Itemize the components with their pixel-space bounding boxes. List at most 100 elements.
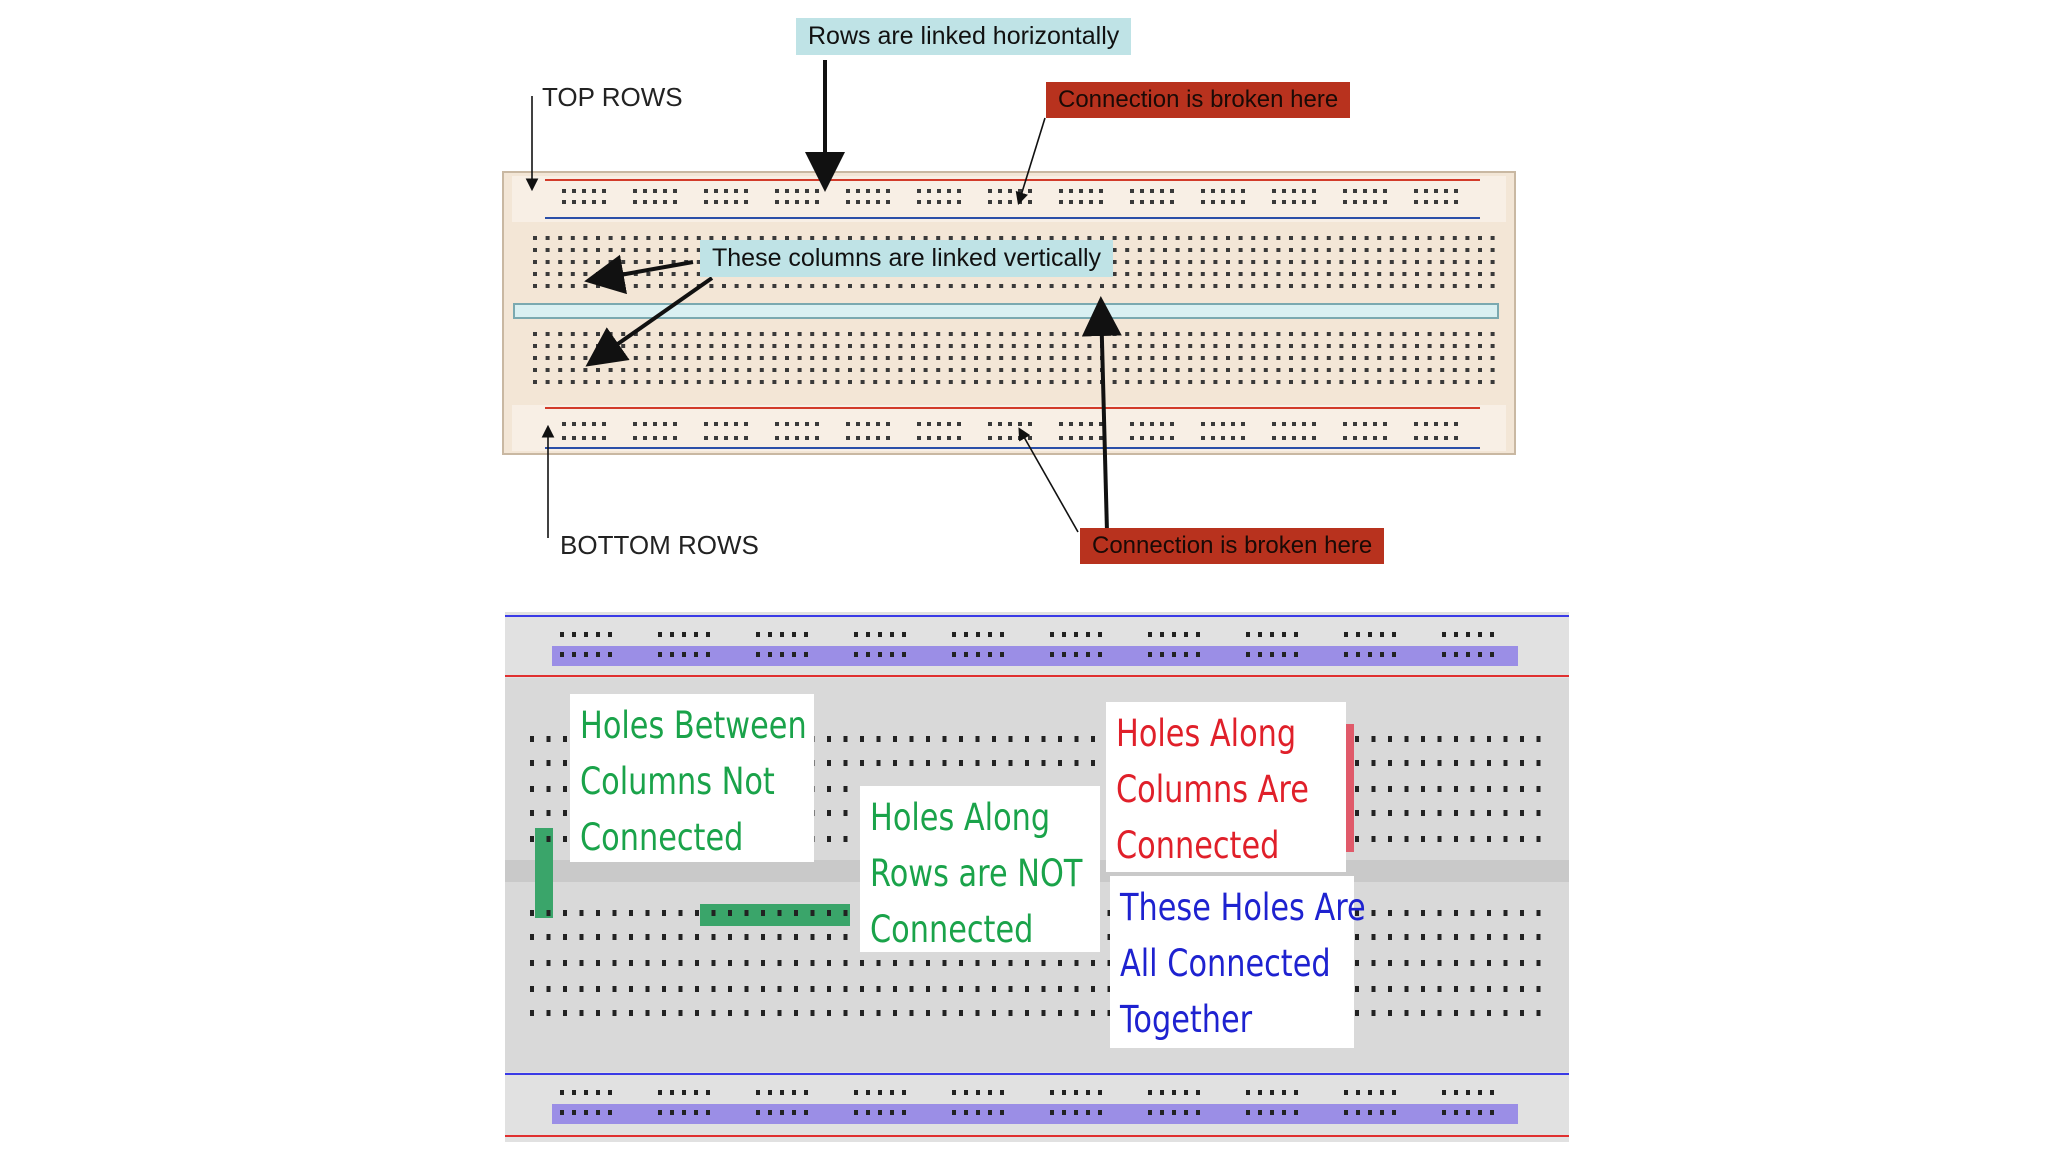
- breadboard-hole: [709, 344, 714, 348]
- breadboard-hole: [827, 934, 831, 940]
- breadboard-hole: [1388, 910, 1392, 916]
- breadboard-hole: [659, 248, 663, 252]
- breadboard-hole: [936, 356, 941, 360]
- breadboard-hole: [596, 368, 600, 372]
- breadboard-hole: [1478, 344, 1482, 348]
- lower-top-rail: [505, 612, 1569, 678]
- breadboard-hole: [612, 910, 617, 916]
- breadboard-hole: [558, 332, 563, 336]
- breadboard-hole: [999, 284, 1004, 288]
- breadboard-hole: [792, 1110, 796, 1115]
- breadboard-hole: [1452, 284, 1457, 288]
- breadboard-hole: [545, 332, 550, 336]
- breadboard-hole: [961, 284, 966, 288]
- breadboard-hole: [1079, 436, 1083, 440]
- breadboard-hole: [1314, 368, 1319, 372]
- breadboard-hole: [1091, 760, 1095, 766]
- breadboard-hole: [530, 836, 534, 842]
- breadboard-hole: [1150, 436, 1154, 440]
- breadboard-hole: [1087, 356, 1092, 360]
- breadboard-hole: [1231, 189, 1235, 193]
- breadboard-hole: [709, 368, 714, 372]
- breadboard-hole: [1389, 380, 1394, 384]
- breadboard-hole: [1112, 236, 1117, 240]
- breadboard-hole: [1352, 344, 1356, 348]
- breadboard-hole: [1452, 380, 1457, 384]
- breadboard-hole: [546, 1010, 551, 1016]
- breadboard-hole: [854, 652, 858, 657]
- breadboard-hole: [785, 422, 789, 426]
- breadboard-hole: [1172, 1090, 1176, 1095]
- breadboard-hole: [545, 236, 550, 240]
- arrow-columns-lower: [585, 276, 714, 367]
- breadboard-hole: [1392, 652, 1396, 657]
- breadboard-hole: [1466, 1090, 1470, 1095]
- breadboard-hole: [1137, 260, 1142, 264]
- breadboard-hole: [1089, 189, 1093, 193]
- breadboard-hole: [722, 284, 726, 288]
- breadboard-hole: [563, 786, 567, 792]
- breadboard-hole: [583, 368, 588, 372]
- breadboard-hole: [1301, 272, 1306, 276]
- breadboard-hole: [1355, 960, 1359, 966]
- breadboard-hole: [942, 960, 947, 966]
- breadboard-hole: [1213, 368, 1218, 372]
- breadboard-hole: [1314, 380, 1319, 384]
- breadboard-hole: [1402, 236, 1407, 240]
- breadboard-hole: [1364, 284, 1369, 288]
- breadboard-hole: [592, 200, 596, 204]
- breadboard-hole: [558, 356, 563, 360]
- breadboard-hole: [1037, 332, 1041, 336]
- breadboard-hole: [1163, 344, 1167, 348]
- breadboard-hole: [1049, 284, 1054, 288]
- note-holes-between-columns: Holes Between Columns Not Connected: [570, 694, 814, 862]
- breadboard-hole: [827, 810, 831, 816]
- breadboard-hole: [775, 189, 779, 193]
- breadboard-hole: [1389, 344, 1394, 348]
- breadboard-hole: [1440, 368, 1445, 372]
- breadboard-hole: [1478, 368, 1482, 372]
- breadboard-hole: [988, 1090, 992, 1095]
- breadboard-hole: [1201, 200, 1205, 204]
- breadboard-hole: [1434, 189, 1438, 193]
- breadboard-hole: [785, 436, 789, 440]
- breadboard-hole: [1211, 200, 1215, 204]
- breadboard-hole: [926, 986, 930, 992]
- breadboard-hole: [952, 632, 956, 637]
- breadboard-hole: [596, 652, 600, 657]
- breadboard-hole: [1112, 248, 1117, 252]
- breadboard-hole: [815, 422, 819, 426]
- breadboard-hole: [1326, 260, 1331, 264]
- breadboard-hole: [860, 1010, 864, 1016]
- breadboard-hole: [1258, 652, 1262, 657]
- breadboard-hole: [696, 356, 701, 360]
- breadboard-hole: [663, 189, 667, 193]
- breadboard-hole: [1170, 200, 1174, 204]
- breadboard-hole: [848, 356, 852, 360]
- breadboard-hole: [608, 236, 613, 240]
- breadboard-hole: [612, 960, 617, 966]
- breadboard-hole: [1404, 960, 1409, 966]
- breadboard-hole: [873, 284, 878, 288]
- breadboard-hole: [1470, 736, 1475, 742]
- breadboard-hole: [653, 200, 657, 204]
- breadboard-hole: [1388, 1010, 1392, 1016]
- breadboard-hole: [1465, 368, 1470, 372]
- breadboard-hole: [810, 356, 815, 360]
- breadboard-hole: [843, 934, 848, 940]
- breadboard-hole: [1424, 422, 1428, 426]
- breadboard-hole: [1353, 189, 1357, 193]
- breadboard-hole: [1289, 248, 1293, 252]
- breadboard-hole: [1355, 810, 1359, 816]
- breadboard-hole: [1099, 436, 1103, 440]
- breadboard-hole: [1089, 422, 1093, 426]
- breadboard-hole: [1470, 960, 1475, 966]
- breadboard-hole: [653, 189, 657, 193]
- breadboard-hole: [974, 380, 978, 384]
- breadboard-hole: [1163, 380, 1167, 384]
- breadboard-hole: [992, 1010, 996, 1016]
- breadboard-hole: [1371, 736, 1376, 742]
- breadboard-hole: [777, 910, 782, 916]
- breadboard-hole: [706, 652, 710, 657]
- breadboard-hole: [1276, 272, 1281, 276]
